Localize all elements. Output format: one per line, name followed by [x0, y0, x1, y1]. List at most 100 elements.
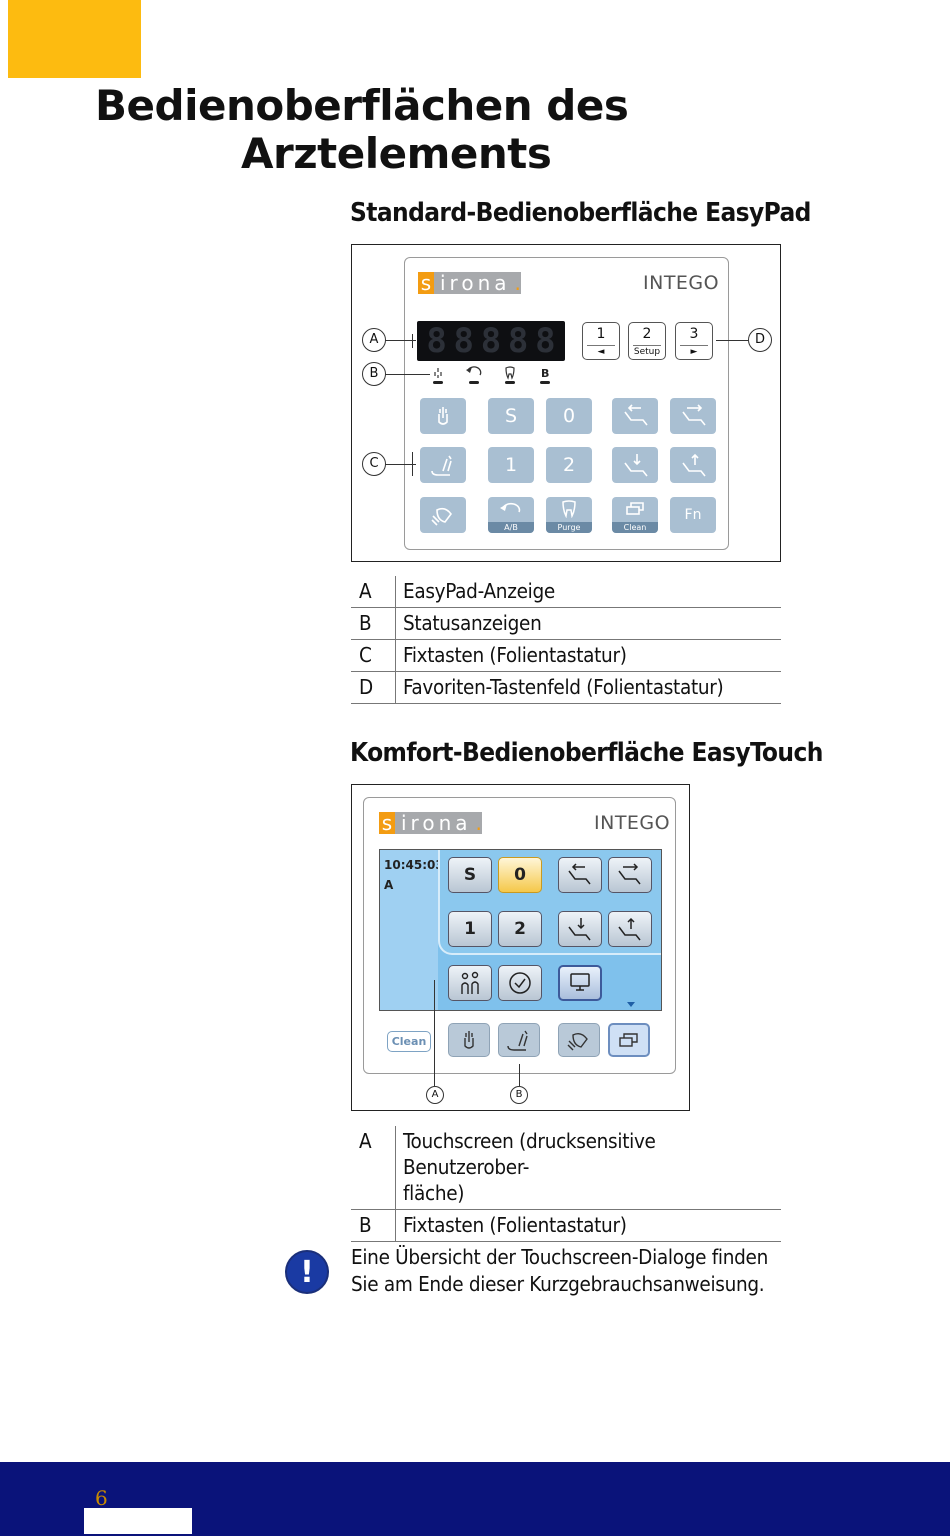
operating-light-icon — [567, 1032, 588, 1051]
status-indicators: B — [433, 366, 550, 384]
clock-time: 10:45:03 — [384, 858, 444, 872]
purge-key[interactable]: Purge — [546, 497, 592, 533]
clean-mode-key[interactable] — [608, 1023, 650, 1057]
chair-lower-icon — [624, 454, 648, 477]
program-s-key[interactable]: S — [488, 398, 534, 434]
clean-key[interactable]: Clean — [612, 497, 658, 533]
callout-line-a2 — [434, 980, 436, 1086]
instrument-icon — [464, 1031, 474, 1049]
touch-program-0[interactable]: 0 — [498, 857, 542, 893]
assistant-element-key[interactable] — [498, 1023, 540, 1057]
instrument-icon — [438, 407, 448, 425]
callout-c: C — [362, 452, 386, 476]
easytouch-heading: Komfort-Bedienoberfläche EasyTouch — [350, 738, 823, 768]
clean-button[interactable]: Clean — [387, 1031, 431, 1052]
callout-tick-a — [412, 334, 414, 348]
touch-program-2[interactable]: 2 — [498, 911, 542, 947]
touch-chair-up[interactable] — [608, 911, 652, 947]
return-arrow-icon — [500, 502, 521, 513]
clean-icon — [619, 1033, 638, 1047]
page-title-line1: Bedienoberflächen des — [95, 81, 629, 130]
touch-chair-back-down[interactable] — [608, 857, 652, 893]
chair-down-icon — [682, 404, 706, 426]
important-info-icon: ! — [285, 1250, 329, 1294]
light-key[interactable] — [420, 497, 466, 533]
scroll-down-icon[interactable] — [626, 1000, 636, 1008]
clean-icon — [626, 502, 644, 515]
program-2-key[interactable]: 2 — [546, 447, 592, 483]
svg-text:B: B — [541, 367, 549, 380]
callout-line-b — [384, 374, 430, 376]
callout-a: A — [426, 1086, 444, 1104]
mode-indicator: A — [384, 878, 394, 892]
chair-up-icon — [624, 404, 648, 426]
suction-icon — [507, 1030, 528, 1051]
page-number: 6 — [95, 1486, 108, 1510]
chair-raise-icon — [682, 453, 706, 477]
instrument-holder-key[interactable] — [448, 1023, 490, 1057]
touch-users-button[interactable] — [448, 965, 492, 1001]
chair-raise-icon — [618, 917, 641, 941]
chair-up-key[interactable] — [670, 447, 716, 483]
tooth-icon — [562, 500, 576, 518]
callout-b: B — [510, 1086, 528, 1104]
callout-line-b2 — [519, 1064, 521, 1086]
easypad-heading: Standard-Bedienoberfläche EasyPad — [350, 198, 811, 228]
spray-icon — [434, 368, 442, 378]
chair-up-icon — [568, 863, 591, 885]
callout-a: A — [362, 328, 386, 352]
favorite-key-1[interactable]: 1◄ — [582, 322, 620, 360]
suction-icon — [431, 455, 452, 476]
callout-tick-c — [412, 452, 414, 476]
intego-brand: INTEGO — [594, 812, 671, 834]
ab-key[interactable]: A/B — [488, 497, 534, 533]
clock-icon — [509, 972, 531, 994]
chair-lower-icon — [568, 918, 591, 941]
touchscreen-status-pane: 10:45:03 A — [380, 850, 444, 1010]
favorite-key-3[interactable]: 3► — [675, 322, 713, 360]
chair-backrest-up-key[interactable] — [612, 398, 658, 434]
assistant-element-key[interactable] — [420, 447, 466, 483]
touch-timer-button[interactable] — [498, 965, 542, 1001]
operating-light-icon — [431, 507, 453, 526]
tooth-icon — [505, 366, 515, 380]
instrument-holder-key[interactable] — [420, 398, 466, 434]
intego-brand: INTEGO — [643, 272, 720, 294]
callout-line-a — [384, 340, 416, 342]
touchscreen[interactable]: 10:45:03 A S 0 1 2 — [379, 849, 662, 1011]
callout-line-d — [716, 340, 748, 342]
touch-program-1[interactable]: 1 — [448, 911, 492, 947]
program-1-key[interactable]: 1 — [488, 447, 534, 483]
light-key[interactable] — [558, 1023, 600, 1057]
callout-b: B — [362, 362, 386, 386]
note-text: Eine Übersicht der Touchscreen-Dialoge f… — [351, 1245, 768, 1296]
corner-accent-block — [8, 0, 141, 78]
program-0-key[interactable]: 0 — [546, 398, 592, 434]
chair-down-icon — [618, 863, 641, 885]
callout-line-c — [384, 464, 416, 466]
touch-chair-down[interactable] — [558, 911, 602, 947]
touch-chair-back-up[interactable] — [558, 857, 602, 893]
page-title-line2: Arztelements — [241, 129, 552, 178]
footer-white-box — [84, 1508, 192, 1534]
chair-backrest-down-key[interactable] — [670, 398, 716, 434]
touch-program-s[interactable]: S — [448, 857, 492, 893]
touch-display-button[interactable] — [558, 965, 602, 1001]
callout-d: D — [748, 328, 772, 352]
chair-down-key[interactable] — [612, 447, 658, 483]
page-title: Bedienoberflächen des Arztelements — [95, 81, 629, 178]
monitor-icon — [570, 973, 590, 991]
fn-key[interactable]: Fn — [670, 497, 716, 533]
